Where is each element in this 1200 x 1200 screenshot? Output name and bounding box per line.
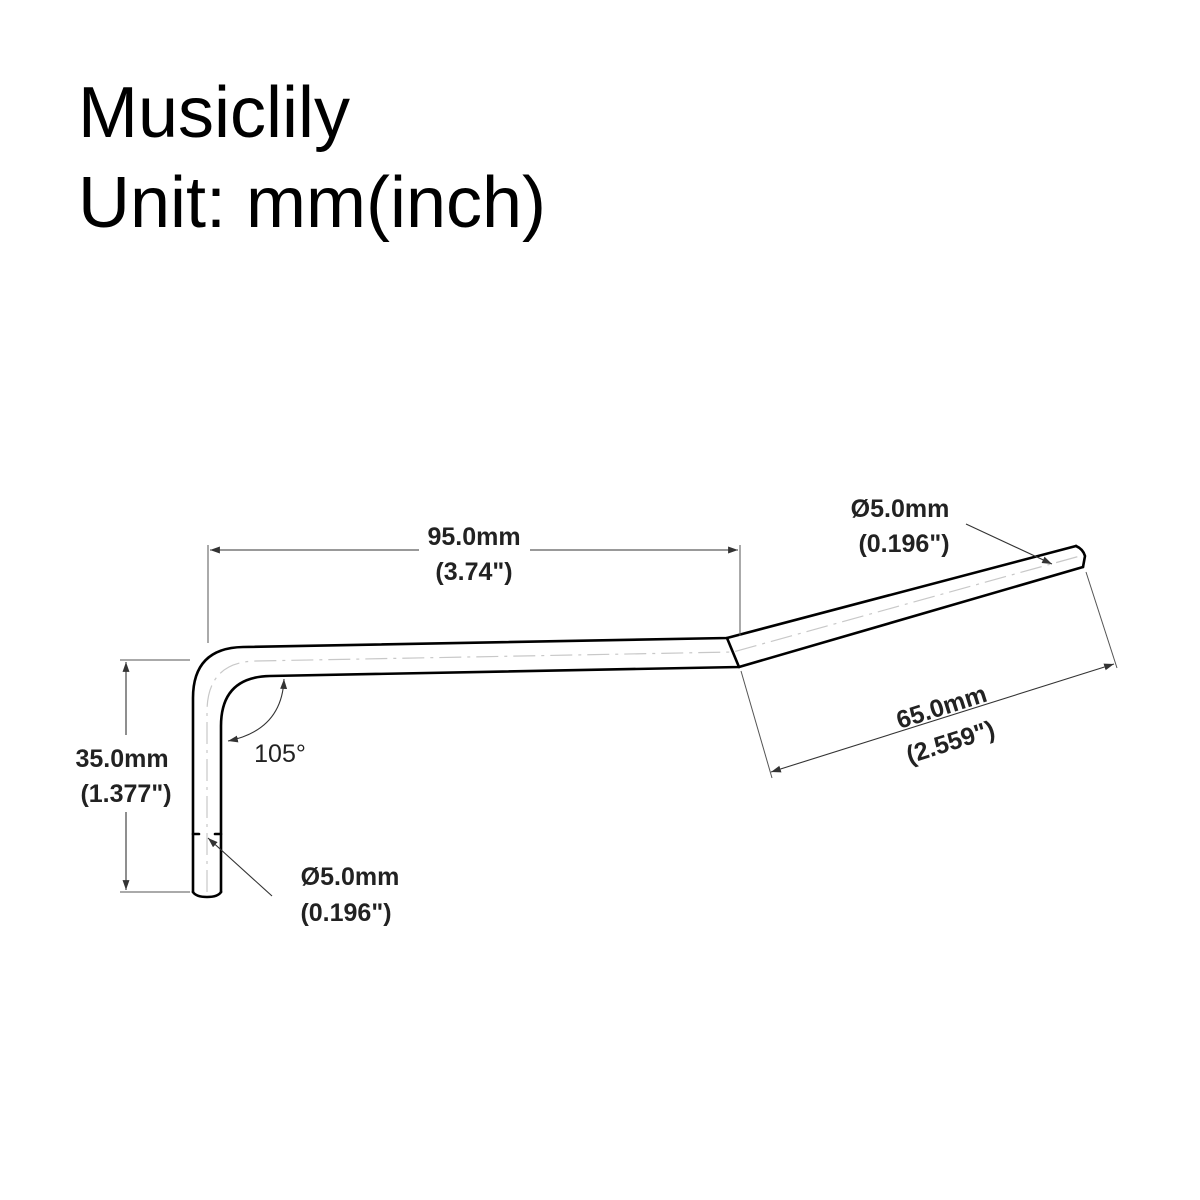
extension-line xyxy=(740,670,773,779)
tip-diameter-inch-label: (0.196") xyxy=(858,530,949,558)
leader-line xyxy=(965,523,1053,565)
dimension-leg-diameter: Ø5.0mm (0.196") xyxy=(207,837,400,927)
leg-diameter-inch-label: (0.196") xyxy=(300,899,391,927)
dimension-top-length: 95.0mm (3.74") xyxy=(207,523,741,643)
dimension-tip-diameter: Ø5.0mm (0.196") xyxy=(851,495,1053,565)
dimension-line xyxy=(770,663,1115,773)
extension-line xyxy=(1085,571,1118,669)
leg-length-inch-label: (1.377") xyxy=(80,780,171,808)
tip-end-cap xyxy=(1074,544,1087,569)
tremolo-arm xyxy=(191,544,1087,899)
tip-diameter-mm-label: Ø5.0mm xyxy=(851,495,950,523)
header: Musiclily Unit: mm(inch) xyxy=(78,68,546,248)
unit-label: Unit: mm(inch) xyxy=(78,163,547,243)
leg-diameter-mm-label: Ø5.0mm xyxy=(301,863,400,891)
arm-centre-line xyxy=(206,555,1081,892)
leader-line xyxy=(207,837,273,897)
dimension-arm-length: 65.0mm (2.559") xyxy=(740,571,1118,779)
top-length-inch-label: (3.74") xyxy=(435,558,512,586)
bend-joint xyxy=(725,636,741,669)
bend-angle-label: 105° xyxy=(254,740,306,768)
brand-title: Musiclily xyxy=(78,73,351,153)
angle-arc xyxy=(227,678,288,743)
dimension-leg-length: 35.0mm (1.377") xyxy=(75,659,190,893)
leg-end-cap xyxy=(191,890,223,899)
arm-outer-edge xyxy=(191,544,1078,894)
leg-length-mm-label: 35.0mm xyxy=(75,745,168,773)
dimension-bend-angle: 105° xyxy=(227,678,306,768)
top-length-mm-label: 95.0mm xyxy=(427,523,520,551)
